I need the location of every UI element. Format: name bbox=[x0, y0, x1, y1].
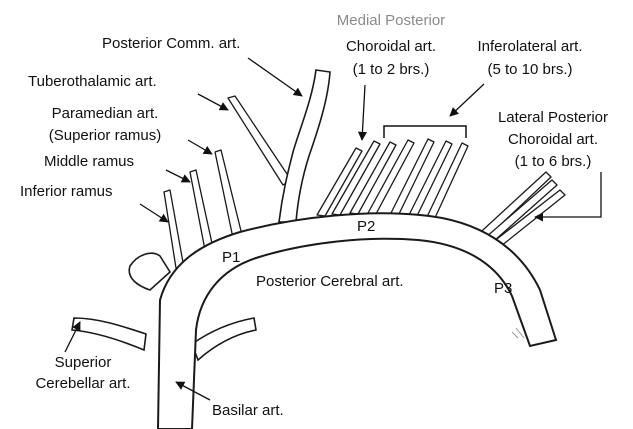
inferolateral-label-line2: (5 to 10 brs.) bbox=[460, 60, 600, 79]
inferolateral-label-line1: Inferolateral art. bbox=[460, 37, 600, 56]
p3-label: P3 bbox=[494, 279, 512, 298]
posterior-comm-vessel bbox=[279, 70, 330, 222]
p2-label: P2 bbox=[357, 217, 375, 236]
p1-stub bbox=[129, 253, 170, 290]
paramedian-label-line2: (Superior ramus) bbox=[25, 126, 185, 145]
superior-cerebellar-vessel bbox=[72, 318, 146, 350]
posterior-cerebral-label: Posterior Cerebral art. bbox=[256, 272, 404, 291]
medial-posterior-label-line1: Medial Posterior bbox=[316, 11, 466, 30]
middle-ramus-arrow bbox=[166, 170, 190, 182]
lateral-posterior-label-line2: Choroidal art. bbox=[478, 130, 628, 149]
inferior-ramus-label: Inferior ramus bbox=[20, 182, 113, 201]
basilar-right-branch bbox=[192, 318, 256, 360]
paramedian-arrow bbox=[188, 140, 212, 154]
posterior-comm-label: Posterior Comm. art. bbox=[102, 34, 240, 53]
tuberothalamic-vessel bbox=[228, 96, 291, 185]
tuberothalamic-arrow bbox=[198, 94, 228, 110]
superior-cerebellar-label-line2: Cerebellar art. bbox=[18, 374, 148, 393]
tuberothalamic-label: Tuberothalamic art. bbox=[28, 72, 157, 91]
inferior-ramus-vessel bbox=[164, 190, 184, 268]
superior-cerebellar-label-line1: Superior bbox=[18, 353, 148, 372]
medial-posterior-arrow bbox=[362, 85, 365, 140]
medial-posterior-label-line3: (1 to 2 brs.) bbox=[316, 60, 466, 79]
middle-ramus-label: Middle ramus bbox=[44, 152, 134, 171]
posterior-comm-arrow bbox=[248, 58, 302, 96]
p1-label: P1 bbox=[222, 248, 240, 267]
inferolateral-bracket bbox=[384, 126, 466, 138]
posterior-cerebral-vessel bbox=[158, 213, 556, 429]
medial-posterior-label-line2: Choroidal art. bbox=[316, 37, 466, 56]
paramedian-label-line1: Paramedian art. bbox=[25, 104, 185, 123]
paramedian-vessel bbox=[215, 150, 242, 238]
lateral-posterior-label-line3: (1 to 6 brs.) bbox=[478, 152, 628, 171]
basilar-label: Basilar art. bbox=[212, 401, 284, 420]
lateral-posterior-label-line1: Lateral Posterior bbox=[478, 108, 628, 127]
middle-ramus-vessel bbox=[190, 170, 213, 250]
inferior-ramus-arrow bbox=[140, 204, 168, 222]
